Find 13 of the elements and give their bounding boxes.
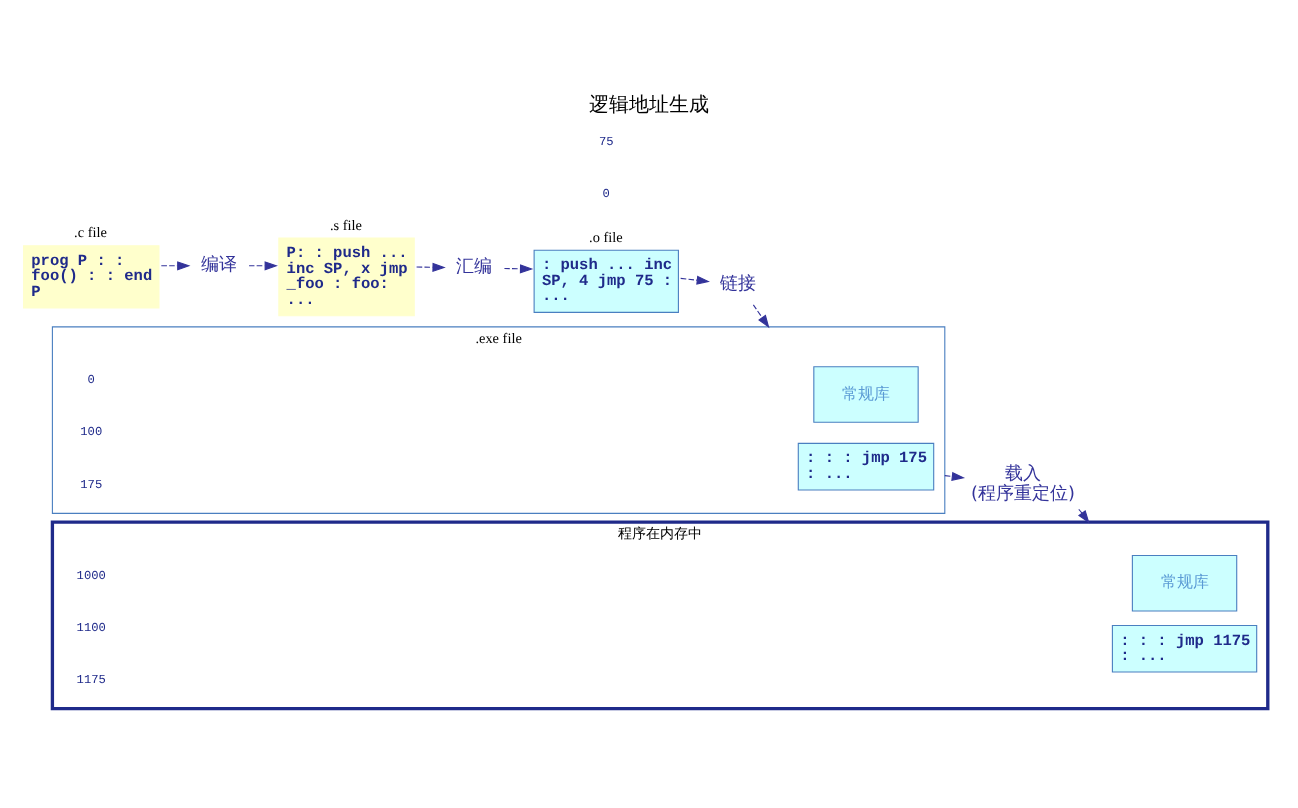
arrow <box>416 262 446 272</box>
arrow <box>944 471 966 482</box>
arrow <box>1078 508 1090 524</box>
arrow <box>160 261 191 271</box>
node-text: 载入 (程序重定位) <box>971 464 1075 505</box>
node-text: 汇编 <box>456 258 493 279</box>
arrow <box>752 304 770 329</box>
node-text: 链接 <box>720 274 757 295</box>
arrow <box>503 264 534 274</box>
arrow <box>680 275 710 285</box>
arrow <box>248 261 278 271</box>
node-text: 编译 <box>200 256 237 277</box>
diagram-title: 逻辑地址生成 <box>589 94 709 117</box>
